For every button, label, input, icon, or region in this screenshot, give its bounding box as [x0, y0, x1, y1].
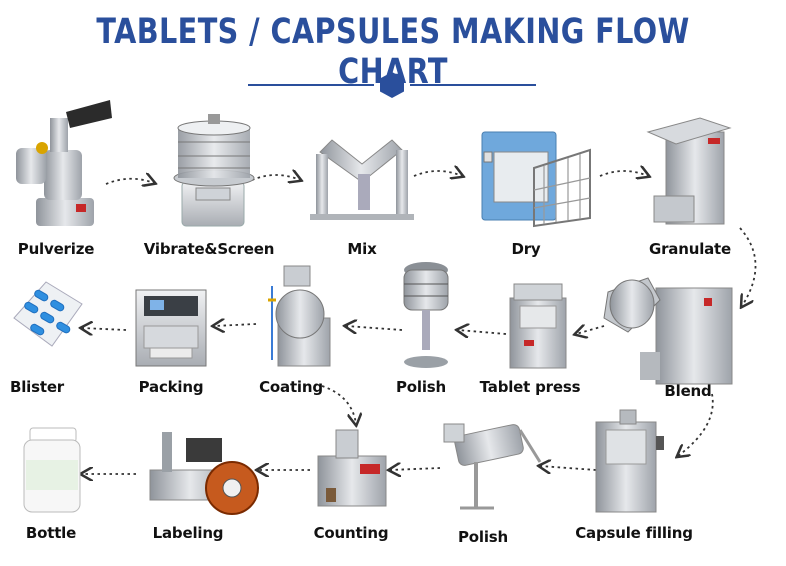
tablet-press-icon: [509, 283, 567, 369]
arrow-blend-to-press: [576, 326, 605, 334]
step-label-vibrate-screen: Vibrate&Screen: [143, 240, 275, 258]
step-label-granulate: Granulate: [649, 240, 731, 258]
step-label-blister: Blister: [10, 378, 64, 396]
step-label-polish-2: Polish: [458, 528, 508, 546]
step-label-packing: Packing: [138, 378, 204, 396]
arrow-mix-to-dry: [413, 171, 462, 176]
pulverizer-machine-icon: [16, 100, 112, 226]
step-label-labeling: Labeling: [152, 524, 224, 542]
arrow-pulverize-to-vibrate: [105, 179, 154, 184]
step-label-capsule-filling: Capsule filling: [575, 524, 693, 542]
pill-bottle-icon: [23, 427, 81, 513]
step-label-polish-1: Polish: [396, 378, 446, 396]
capsule-filler-icon: [595, 409, 664, 513]
labeling-machine-icon: [149, 432, 259, 515]
step-label-bottle: Bottle: [25, 524, 77, 542]
v-mixer-icon: [310, 139, 414, 220]
step-label-dry: Dry: [511, 240, 541, 258]
arrow-vibrate-to-mix: [251, 175, 300, 180]
arrow-dry-to-granulate: [599, 171, 648, 176]
blender-machine-icon: [603, 277, 733, 385]
granulator-icon: [646, 117, 732, 225]
counting-machine-icon: [317, 429, 387, 507]
vibrating-sieve-icon: [173, 114, 255, 227]
arrow-press-to-polish: [458, 330, 507, 334]
capsule-polisher-icon: [443, 423, 542, 510]
packing-machine-icon: [135, 289, 207, 367]
title-divider-left: [248, 84, 374, 86]
arrow-polish-to-counting: [390, 468, 441, 470]
page-title: TABLETS / CAPSULES MAKING FLOW CHART: [96, 12, 690, 92]
tablet-polisher-icon: [403, 262, 449, 368]
arrow-coating-to-packing: [214, 324, 257, 326]
hexagon-icon: [380, 72, 404, 98]
title-divider-right: [410, 84, 536, 86]
blister-pack-icon: [13, 281, 83, 347]
step-label-tablet-press: Tablet press: [479, 378, 581, 396]
arrow-coating-to-counting: [321, 385, 356, 424]
step-label-mix: Mix: [347, 240, 377, 258]
step-label-counting: Counting: [313, 524, 389, 542]
coating-pan-icon: [268, 265, 331, 367]
arrow-packing-to-blister: [82, 328, 127, 330]
step-label-blend: Blend: [664, 382, 712, 400]
step-label-pulverize: Pulverize: [17, 240, 95, 258]
step-label-coating: Coating: [259, 378, 323, 396]
drying-oven-icon: [481, 131, 591, 228]
